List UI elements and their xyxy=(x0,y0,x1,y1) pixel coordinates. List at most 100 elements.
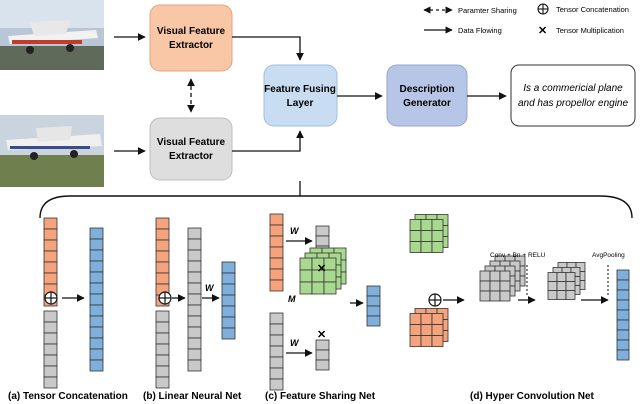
grid-cell xyxy=(499,270,511,282)
vector-cell xyxy=(89,271,104,284)
vector-cell xyxy=(43,272,58,285)
legend: Paramter Sharing Tensor Concatenation Da… xyxy=(423,3,629,37)
panel-c-gray-vector xyxy=(269,312,284,391)
panel-c-mult-top-icon: ✕ xyxy=(317,263,326,275)
vector-cell xyxy=(221,327,236,340)
extractor-bottom-to-fusing-arrow xyxy=(232,130,304,152)
vector-cell xyxy=(89,315,104,328)
output-line1: Is a commericial plane xyxy=(523,83,623,94)
vector-cell xyxy=(43,321,58,334)
vector-cell xyxy=(155,321,170,334)
grid-cell xyxy=(420,335,433,347)
grid-cell xyxy=(420,313,433,325)
grid-cell xyxy=(489,280,501,292)
vector-cell xyxy=(269,356,284,369)
grid-cell xyxy=(547,272,558,282)
vector-cell xyxy=(269,323,284,336)
vector-cell xyxy=(187,293,202,306)
vector-cell xyxy=(269,345,284,358)
panel-d-blue-vector xyxy=(616,269,630,361)
vector-cell xyxy=(221,272,236,285)
grid-cell xyxy=(489,290,501,302)
vector-cell xyxy=(155,332,170,345)
vector-cell xyxy=(187,348,202,361)
grid-cell xyxy=(431,219,444,231)
grid-cell xyxy=(479,290,491,302)
grid-cell xyxy=(420,230,433,242)
caption-a: (a) Tensor Concatenation xyxy=(8,391,128,402)
panel-hyper-convolution-net: Conv + Bn + RELU AvgPooling xyxy=(409,214,630,361)
visual-feature-extractor-bottom xyxy=(149,117,233,181)
vector-cell xyxy=(187,227,202,240)
vector-cell xyxy=(43,217,58,230)
output-description-box xyxy=(510,64,636,127)
vector-cell xyxy=(155,376,170,389)
vector-cell xyxy=(221,294,236,307)
output-line2: and has propellor engine xyxy=(518,98,629,109)
vector-cell xyxy=(616,279,630,291)
vector-cell xyxy=(43,376,58,389)
vector-cell xyxy=(155,272,170,285)
vector-cell xyxy=(89,238,104,251)
vector-cell xyxy=(315,339,330,351)
grid-cell xyxy=(409,324,422,336)
grid-cell xyxy=(299,257,313,271)
vector-cell xyxy=(269,224,284,237)
vector-cell xyxy=(43,332,58,345)
grid-cell xyxy=(431,335,444,347)
vector-cell xyxy=(221,261,236,274)
vector-cell xyxy=(315,359,330,371)
vector-cell xyxy=(269,378,284,391)
caption-d: (d) Hyper Convolution Net xyxy=(470,391,595,402)
vector-cell xyxy=(187,249,202,262)
grid-cell xyxy=(499,280,511,292)
panel-c-matrix-label: M xyxy=(288,294,296,304)
vector-cell xyxy=(366,315,381,327)
grid-cell xyxy=(489,270,501,282)
vector-cell xyxy=(366,285,381,297)
grid-cell xyxy=(431,324,444,336)
extractor-top-line1: Visual Feature xyxy=(157,26,226,37)
grid-cell xyxy=(409,219,422,231)
vector-cell xyxy=(155,310,170,323)
vector-cell xyxy=(315,235,330,247)
section-brace xyxy=(39,181,633,219)
grid-cell xyxy=(556,290,567,300)
vector-cell xyxy=(43,261,58,274)
grid-cell xyxy=(409,230,422,242)
vector-cell xyxy=(89,249,104,262)
vector-cell xyxy=(269,279,284,292)
description-generator xyxy=(386,64,468,127)
grid-cell xyxy=(499,290,511,302)
panel-c-bottom-weight-out xyxy=(315,339,330,371)
vector-cell xyxy=(187,326,202,339)
vector-cell xyxy=(269,246,284,259)
legend-concat-label: Tensor Concatenation xyxy=(556,5,629,14)
panel-c-mult-bottom-icon: ✕ xyxy=(317,329,326,341)
vector-cell xyxy=(616,309,630,321)
grid-cell xyxy=(409,313,422,325)
vector-cell xyxy=(43,310,58,323)
vector-cell xyxy=(155,217,170,230)
vector-cell xyxy=(616,339,630,351)
panel-d-conv-stack xyxy=(479,255,526,302)
legend-mult-label: Tensor Multiplication xyxy=(556,26,624,35)
panel-d-green-feature-map xyxy=(409,214,449,253)
vector-cell xyxy=(43,365,58,378)
input-photo-bottom xyxy=(0,115,104,187)
grid-cell xyxy=(431,241,444,253)
grid-cell xyxy=(299,269,313,283)
vector-cell xyxy=(616,329,630,341)
grid-cell xyxy=(565,290,576,300)
fusing-line2: Layer xyxy=(287,98,314,109)
panel-d-conv-label: Conv + Bn + RELU xyxy=(490,252,546,259)
panel-c-shared-matrix xyxy=(299,247,347,295)
generator-line2: Generator xyxy=(403,98,451,109)
vector-cell xyxy=(315,225,330,237)
vector-cell xyxy=(187,282,202,295)
vector-cell xyxy=(43,250,58,263)
panel-d-second-conv-stack xyxy=(547,262,586,300)
feature-fusing-layer xyxy=(263,64,338,127)
vector-cell xyxy=(43,228,58,241)
